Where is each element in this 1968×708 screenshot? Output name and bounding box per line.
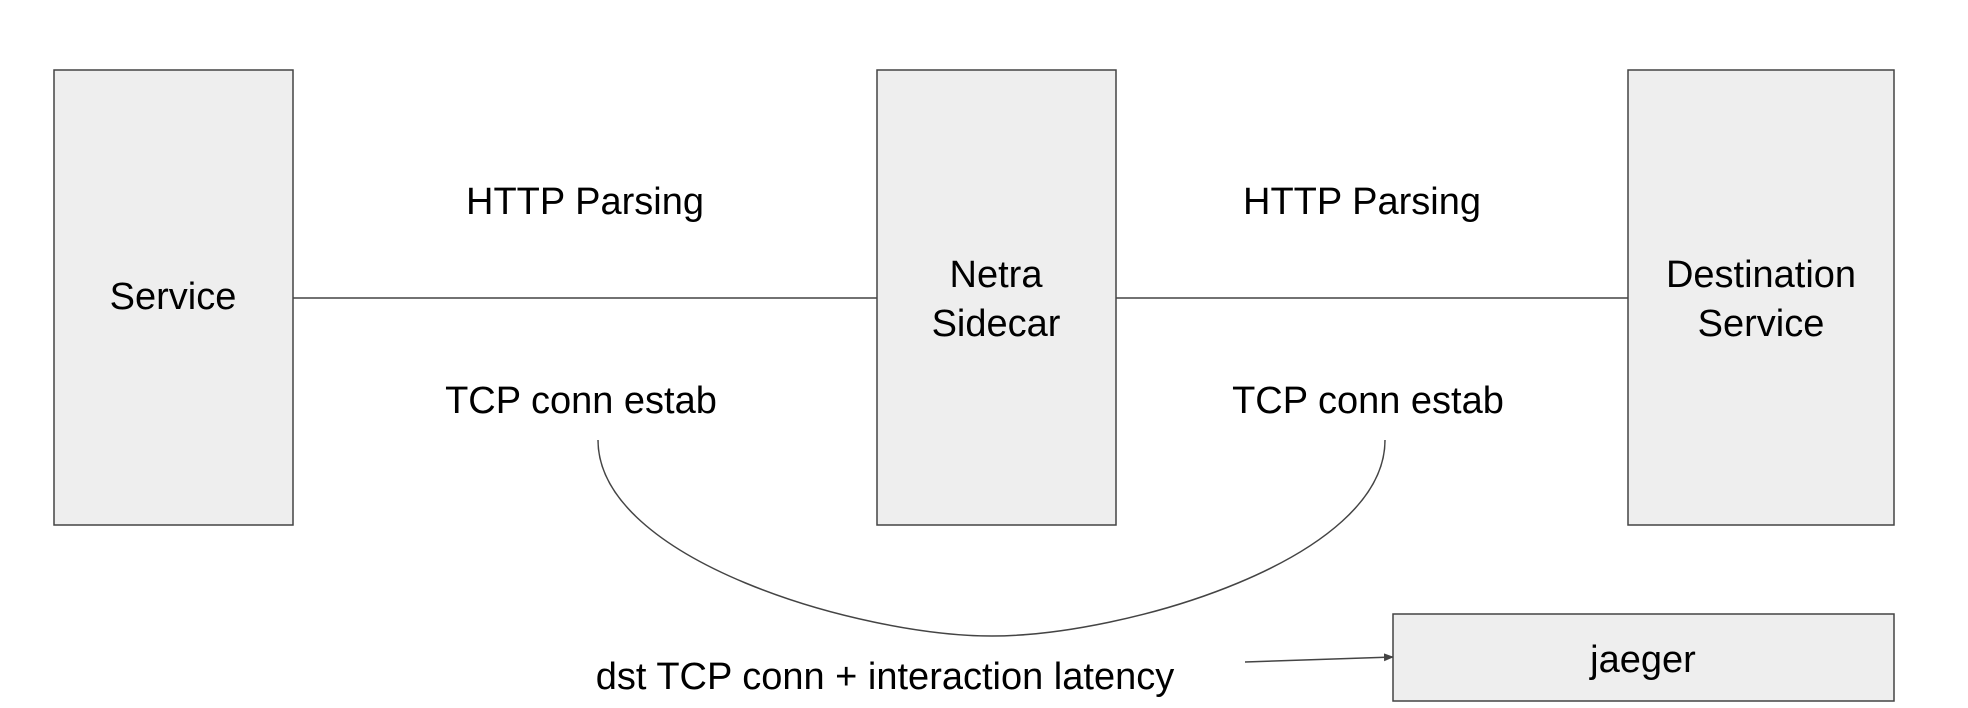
latency-to-jaeger-arrow xyxy=(1244,653,1394,663)
netra-sidecar-label-line-1: Netra xyxy=(950,254,1044,296)
destination-service-box xyxy=(1627,69,1895,526)
right-http-parsing-label: HTTP Parsing xyxy=(1243,181,1481,223)
netra-sidecar-label-line-2: Sidecar xyxy=(932,303,1061,345)
jaeger-box xyxy=(1392,613,1895,702)
left-tcp-conn-label: TCP conn estab xyxy=(445,380,717,422)
latency-label: dst TCP conn + interaction latency xyxy=(596,656,1174,698)
right-tcp-conn-label: TCP conn estab xyxy=(1232,380,1504,422)
latency-curve xyxy=(597,439,1386,637)
netra-sidecar-node: Netra Sidecar xyxy=(876,69,1117,526)
service-label: Service xyxy=(110,276,237,318)
destination-service-label-line-2: Service xyxy=(1698,303,1825,345)
left-http-parsing-label: HTTP Parsing xyxy=(466,181,704,223)
netra-sidecar-box xyxy=(876,69,1117,526)
jaeger-node: jaeger xyxy=(1392,613,1895,702)
service-box xyxy=(53,69,294,526)
service-node: Service xyxy=(53,69,294,526)
jaeger-label: jaeger xyxy=(1589,639,1696,681)
destination-service-label-line-1: Destination xyxy=(1666,254,1856,296)
destination-service-node: Destination Service xyxy=(1627,69,1895,526)
